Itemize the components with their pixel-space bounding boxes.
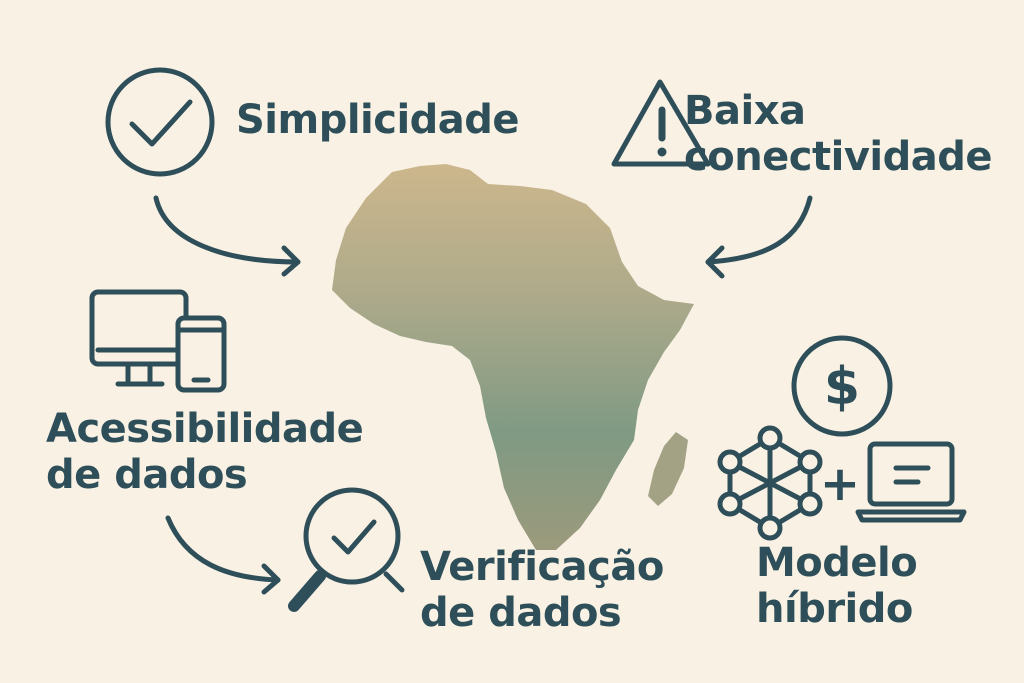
arrow-simplicidade <box>153 195 301 277</box>
label-modelo-hibrido: Modelo híbrido <box>756 540 918 632</box>
arrow-baixa-conectividade <box>705 195 813 279</box>
label-line: Modelo <box>756 540 918 586</box>
label-line: de dados <box>46 452 248 498</box>
label-verificacao-de-dados: Verificação de dados <box>420 544 664 636</box>
africa-continent <box>332 164 694 550</box>
warning-triangle-icon <box>611 79 711 167</box>
label-acessibilidade-de-dados: Acessibilidade de dados <box>46 406 364 498</box>
label-line: híbrido <box>756 586 913 632</box>
label-line: Baixa <box>684 88 806 134</box>
network-icon <box>717 425 823 541</box>
label-line: Verificação <box>420 544 664 590</box>
dollar-sign: $ <box>824 357 860 417</box>
africa-map <box>332 164 694 550</box>
laptop-icon <box>855 441 967 523</box>
label-line: de dados <box>420 590 622 636</box>
desktop-icon <box>89 289 189 387</box>
label-baixa-conectividade: Baixa conectividade <box>684 88 993 180</box>
plus-sign: + <box>820 456 860 512</box>
label-line: conectividade <box>684 134 993 180</box>
smartphone-icon <box>175 315 227 393</box>
label-simplicidade: Simplicidade <box>236 97 520 143</box>
arrow-acessibilidade <box>165 515 281 595</box>
label-line: Simplicidade <box>236 97 520 143</box>
check-circle-icon <box>105 67 215 177</box>
dollar-coin-icon <box>791 335 893 437</box>
magnifier-check-icon <box>288 487 405 612</box>
label-line: Acessibilidade <box>46 406 364 452</box>
madagascar <box>648 432 688 506</box>
